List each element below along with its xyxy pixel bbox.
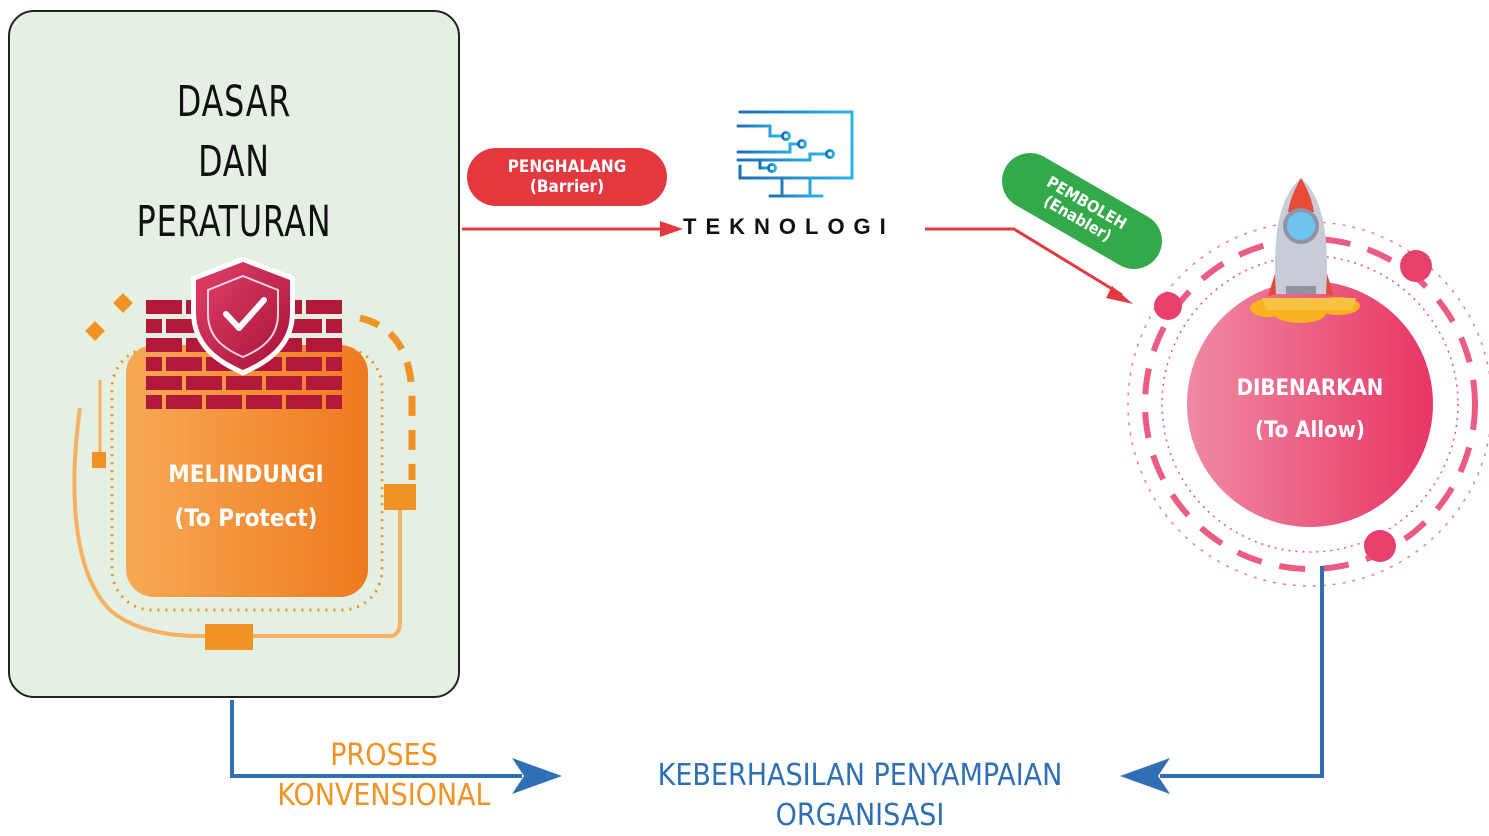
panel-title: DASAR DAN PERATURAN	[8, 72, 460, 252]
technology-label: TEKNOLOGI	[683, 214, 895, 239]
success-line-1: KEBERHASILAN PENYAMPAIAN	[657, 758, 1063, 793]
allow-to-success-arrow	[1120, 566, 1324, 794]
allow-label-sub: (To Allow)	[1255, 418, 1365, 443]
barrier-arrow	[462, 221, 683, 237]
organization-success-label: KEBERHASILAN PENYAMPAIAN ORGANISASI	[580, 756, 1140, 836]
barrier-label: PENGHALANG	[507, 157, 627, 177]
process-line-2: KONVENSIONAL	[277, 778, 491, 813]
conventional-process-label: PROSES KONVENSIONAL	[244, 736, 524, 816]
protect-label: MELINDUNGI (To Protect)	[126, 452, 366, 540]
conventional-process-arrow	[230, 700, 562, 794]
protect-label-sub: (To Protect)	[174, 504, 318, 532]
barrier-sub: (Barrier)	[529, 177, 605, 197]
panel-title-line-2: DAN	[198, 137, 270, 187]
panel-title-line-3: PERATURAN	[136, 197, 332, 247]
allow-circle	[1187, 281, 1433, 527]
process-line-1: PROSES	[330, 738, 438, 773]
protection-illustration	[72, 256, 416, 650]
barrier-pill: PENGHALANG (Barrier)	[467, 148, 667, 206]
shield-check-icon	[191, 256, 295, 376]
protect-label-main: MELINDUNGI	[168, 460, 324, 488]
panel-title-line-1: DASAR	[176, 77, 292, 127]
enabler-arrow	[925, 227, 1133, 304]
success-line-2: ORGANISASI	[775, 798, 945, 833]
allow-label-main: DIBENARKAN	[1236, 376, 1384, 401]
allow-circle-group	[1127, 221, 1489, 587]
rocket-icon	[1250, 178, 1360, 323]
allow-label: DIBENARKAN (To Allow)	[1200, 368, 1420, 452]
technology-monitor-icon	[736, 110, 854, 198]
